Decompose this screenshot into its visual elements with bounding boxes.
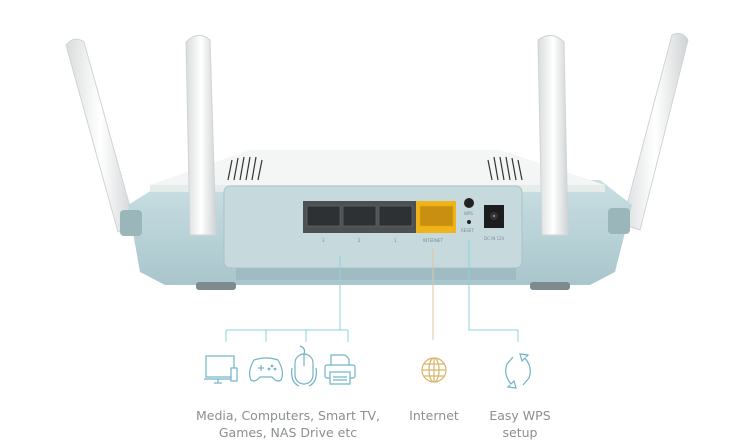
antenna-right-inner bbox=[537, 35, 569, 236]
gamepad-icon bbox=[248, 357, 284, 382]
tv-icon bbox=[204, 355, 238, 384]
lan-ports bbox=[306, 205, 413, 227]
wps-caption: Easy WPS setup bbox=[478, 407, 562, 440]
antenna-left-outer bbox=[65, 38, 136, 233]
vent-left bbox=[227, 156, 263, 181]
printer-icon bbox=[324, 354, 356, 385]
wps-caption-line2: setup bbox=[502, 425, 538, 440]
wps-button[interactable] bbox=[464, 198, 474, 208]
wps-label: WPS bbox=[464, 211, 473, 216]
reset-button[interactable] bbox=[467, 220, 471, 224]
lan-caption-line2: Games, NAS Drive etc bbox=[218, 425, 358, 440]
globe-icon bbox=[421, 357, 447, 383]
lan-connector-lines bbox=[225, 256, 349, 342]
antenna-right-outer bbox=[621, 32, 689, 231]
internet-port-label: INTERNET bbox=[423, 238, 443, 243]
lan-port-3-label: 3 bbox=[322, 238, 325, 243]
lan-port-3[interactable] bbox=[306, 205, 341, 227]
power-label: DC IN 12V bbox=[484, 236, 505, 241]
lan-caption-line1: Media, Computers, Smart TV, bbox=[195, 408, 381, 423]
lan-caption: Media, Computers, Smart TV, Games, NAS D… bbox=[178, 407, 398, 440]
lan-port-2[interactable] bbox=[342, 205, 377, 227]
internet-caption: Internet bbox=[409, 408, 459, 423]
lan-port-2-label: 2 bbox=[358, 238, 361, 243]
wps-sync-icon bbox=[505, 353, 531, 389]
wps-caption-line1: Easy WPS bbox=[489, 408, 551, 423]
vent-right bbox=[487, 156, 523, 181]
lan-port-1-label: 1 bbox=[394, 238, 397, 243]
wps-connector-line bbox=[468, 240, 519, 342]
mouse-icon bbox=[291, 345, 317, 387]
reset-label: RESET bbox=[461, 228, 474, 233]
lan-port-1[interactable] bbox=[378, 205, 413, 227]
antenna-left-inner bbox=[185, 35, 217, 236]
